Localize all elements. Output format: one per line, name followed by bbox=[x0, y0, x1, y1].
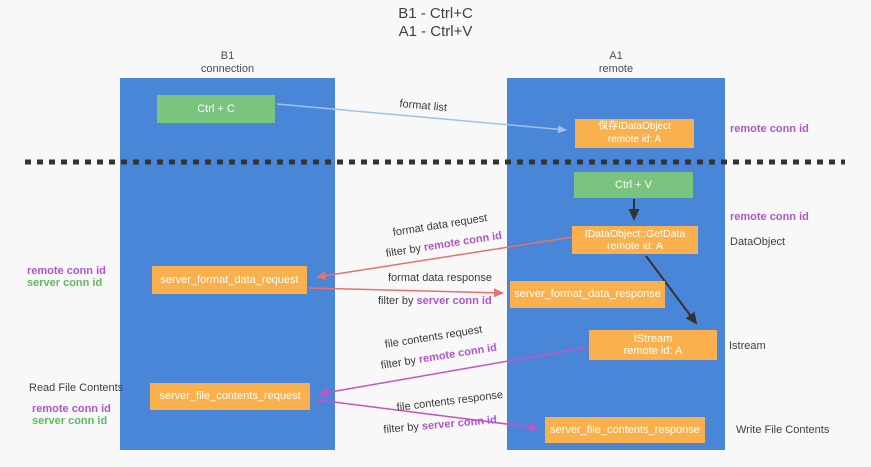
getdata-node: IDataObject::GetData remote id: A bbox=[572, 226, 698, 254]
server-format-data-request-label: server_format_data_request bbox=[160, 273, 299, 286]
server-file-contents-response-node: server_file_contents_response bbox=[545, 417, 705, 443]
istream-label: IStream remote id: A bbox=[624, 333, 683, 358]
server-format-data-response-label: server_format_data_response bbox=[514, 288, 661, 301]
format-data-response-arrow bbox=[308, 287, 504, 298]
left-column-title: B1 bbox=[220, 50, 235, 62]
file-contents-response-label: file contents response bbox=[396, 388, 504, 414]
server-format-data-response-node: server_format_data_response bbox=[510, 281, 665, 308]
format-list-label: format list bbox=[398, 98, 448, 115]
read-file-contents-label: Read File Contents bbox=[29, 382, 124, 394]
server-conn-id-text: server conn id bbox=[421, 414, 498, 433]
right-column-subtitle: remote bbox=[598, 63, 634, 75]
left-column-header: B1 connection bbox=[120, 50, 335, 76]
diagram-title: B1 - Ctrl+C A1 - Ctrl+V bbox=[0, 5, 871, 41]
save-dataobject-node: 保存IDataObject remote id: A bbox=[575, 119, 694, 148]
remote-conn-id-text: remote conn id bbox=[422, 229, 503, 254]
ctrl-c-node: Ctrl + C bbox=[157, 95, 275, 123]
server-file-contents-request-label: server_file_contents_request bbox=[159, 390, 301, 403]
left-remote-conn-id-label-2: remote conn id bbox=[32, 403, 111, 415]
remote-conn-id-text: remote conn id bbox=[417, 341, 498, 366]
filter-by-text: filter by bbox=[385, 242, 422, 260]
getdata-label: IDataObject::GetData remote id: A bbox=[585, 228, 685, 253]
ctrl-c-label: Ctrl + C bbox=[197, 102, 235, 115]
save-dataobject-line1: 保存IDataObject bbox=[598, 121, 671, 132]
filter-by-text: filter by bbox=[378, 295, 414, 307]
left-server-conn-id-label-2: server conn id bbox=[32, 415, 108, 427]
server-conn-id-text: server conn id bbox=[416, 295, 492, 307]
right-remote-conn-id-label-1: remote conn id bbox=[730, 123, 809, 135]
server-file-contents-request-node: server_file_contents_request bbox=[150, 383, 310, 410]
save-dataobject-line2: remote id: A bbox=[607, 133, 662, 145]
istream-line2: remote id: A bbox=[623, 345, 683, 357]
left-remote-conn-id-label-1: remote conn id bbox=[27, 265, 106, 277]
ctrl-v-node: Ctrl + V bbox=[574, 172, 693, 198]
istream-line1: IStream bbox=[633, 332, 673, 345]
filter-by-text: filter by bbox=[383, 420, 420, 436]
right-column-header: A1 remote bbox=[507, 50, 725, 76]
server-file-contents-response-label: server_file_contents_response bbox=[550, 423, 700, 436]
ctrl-v-label: Ctrl + V bbox=[615, 178, 652, 191]
left-column-subtitle: connection bbox=[200, 63, 255, 75]
title-line-1: B1 - Ctrl+C bbox=[398, 5, 473, 22]
left-server-conn-id-label-1: server conn id bbox=[27, 277, 103, 289]
getdata-line1: IDataObject::GetData bbox=[584, 227, 686, 240]
server-format-data-request-node: server_format_data_request bbox=[152, 266, 307, 294]
istream-node: IStream remote id: A bbox=[589, 330, 717, 360]
filter-by-text: filter by bbox=[380, 354, 417, 372]
format-data-response-label: format data response bbox=[388, 272, 492, 284]
getdata-line2: remote id: A bbox=[606, 240, 663, 252]
right-column-title: A1 bbox=[609, 50, 623, 62]
right-remote-conn-id-label-2: remote conn id bbox=[730, 211, 809, 223]
write-file-contents-label: Write File Contents bbox=[736, 424, 830, 436]
dataobject-label: DataObject bbox=[730, 236, 786, 248]
title-line-2: A1 - Ctrl+V bbox=[398, 23, 473, 40]
istream-side-label: Istream bbox=[729, 340, 766, 352]
save-dataobject-label: 保存IDataObject remote id: A bbox=[598, 121, 671, 146]
